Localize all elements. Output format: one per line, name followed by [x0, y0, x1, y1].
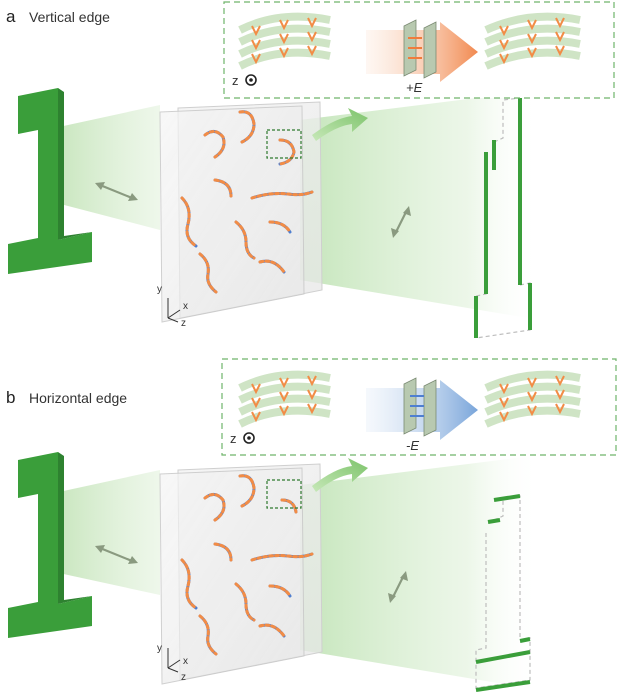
object-letter-a	[8, 88, 92, 274]
helix-cluster-a-right	[484, 12, 581, 70]
electrode-b-right	[423, 379, 437, 437]
helix-array-b	[180, 474, 314, 656]
edge-image-a	[474, 97, 532, 339]
helix-cluster-a-left	[238, 12, 331, 70]
polarization-arrow-b2	[388, 571, 408, 603]
object-letter-b	[8, 452, 92, 638]
inset-b: -E z	[221, 358, 617, 456]
output-beam-b	[300, 455, 540, 690]
helix-array-a	[180, 110, 314, 294]
axis-y-a: y	[157, 284, 162, 295]
panel-a-title: Vertical edge	[29, 9, 110, 25]
input-beam-b	[45, 470, 160, 595]
metasurface-plate-a-front	[159, 105, 305, 323]
axes-a	[167, 298, 181, 323]
zoom-arrow-a	[312, 108, 368, 141]
axis-x-b: x	[183, 656, 188, 667]
edge-image-b	[475, 494, 531, 692]
axis-x-a: x	[183, 301, 188, 312]
polarization-arrow-b1	[95, 545, 138, 564]
field-label-a: +E	[406, 80, 423, 95]
helix-cluster-b-right	[484, 370, 581, 428]
axis-y-b: y	[157, 643, 162, 654]
panel-b-letter: b	[6, 388, 15, 407]
polarization-arrow-a1	[95, 182, 138, 201]
helix-cluster-b-left	[238, 370, 331, 428]
highlight-box-b	[266, 479, 302, 509]
inset-a: +E z	[223, 1, 615, 99]
out-of-plane-icon-a	[245, 74, 257, 86]
panel-b: b Horizontal edge	[6, 358, 617, 692]
panel-b-title: Horizontal edge	[29, 390, 127, 406]
panel-a-letter: a	[6, 7, 16, 26]
inset-axis-b: z	[230, 431, 237, 446]
zoom-arrow-b	[312, 458, 368, 492]
field-label-b: -E	[406, 438, 419, 453]
panel-a: a Vertical edge	[6, 1, 615, 339]
polarization-arrow-a2	[391, 206, 411, 238]
metasurface-plate-b-front	[159, 467, 305, 685]
output-beam-a	[300, 90, 540, 320]
electrode-a-right	[423, 21, 437, 79]
axes-b	[167, 648, 181, 673]
highlight-box-a	[266, 129, 302, 159]
inset-axis-a: z	[232, 73, 239, 88]
out-of-plane-icon-b	[243, 432, 255, 444]
axis-z-a: z	[181, 318, 186, 329]
axis-z-b: z	[181, 672, 186, 683]
